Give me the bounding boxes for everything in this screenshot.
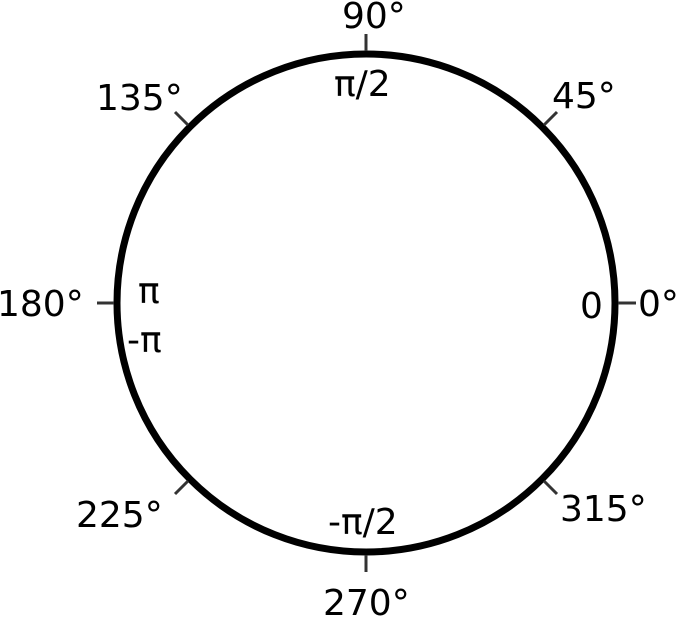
unit-circle	[113, 50, 619, 556]
degree-label-315: 315°	[560, 489, 647, 530]
tick-315	[542, 479, 559, 496]
degree-label-180: 180°	[0, 284, 84, 325]
radian-label-pi: π	[138, 271, 160, 312]
radian-label-neg-pi: -π	[127, 320, 162, 361]
radian-label-half-pi: π/2	[334, 64, 391, 105]
degree-label-0: 0°	[638, 284, 679, 325]
radian-label-0: 0	[580, 286, 603, 327]
tick-45	[542, 110, 559, 127]
tick-marks	[97, 34, 636, 572]
tick-135	[173, 110, 190, 127]
degree-label-45: 45°	[552, 76, 616, 117]
degree-label-270: 270°	[323, 583, 410, 617]
degree-label-225: 225°	[76, 495, 163, 536]
degree-label-135: 135°	[96, 78, 183, 119]
degree-label-90: 90°	[342, 0, 406, 37]
radian-label-neg-half-pi: -π/2	[328, 502, 398, 543]
tick-225	[173, 479, 190, 496]
